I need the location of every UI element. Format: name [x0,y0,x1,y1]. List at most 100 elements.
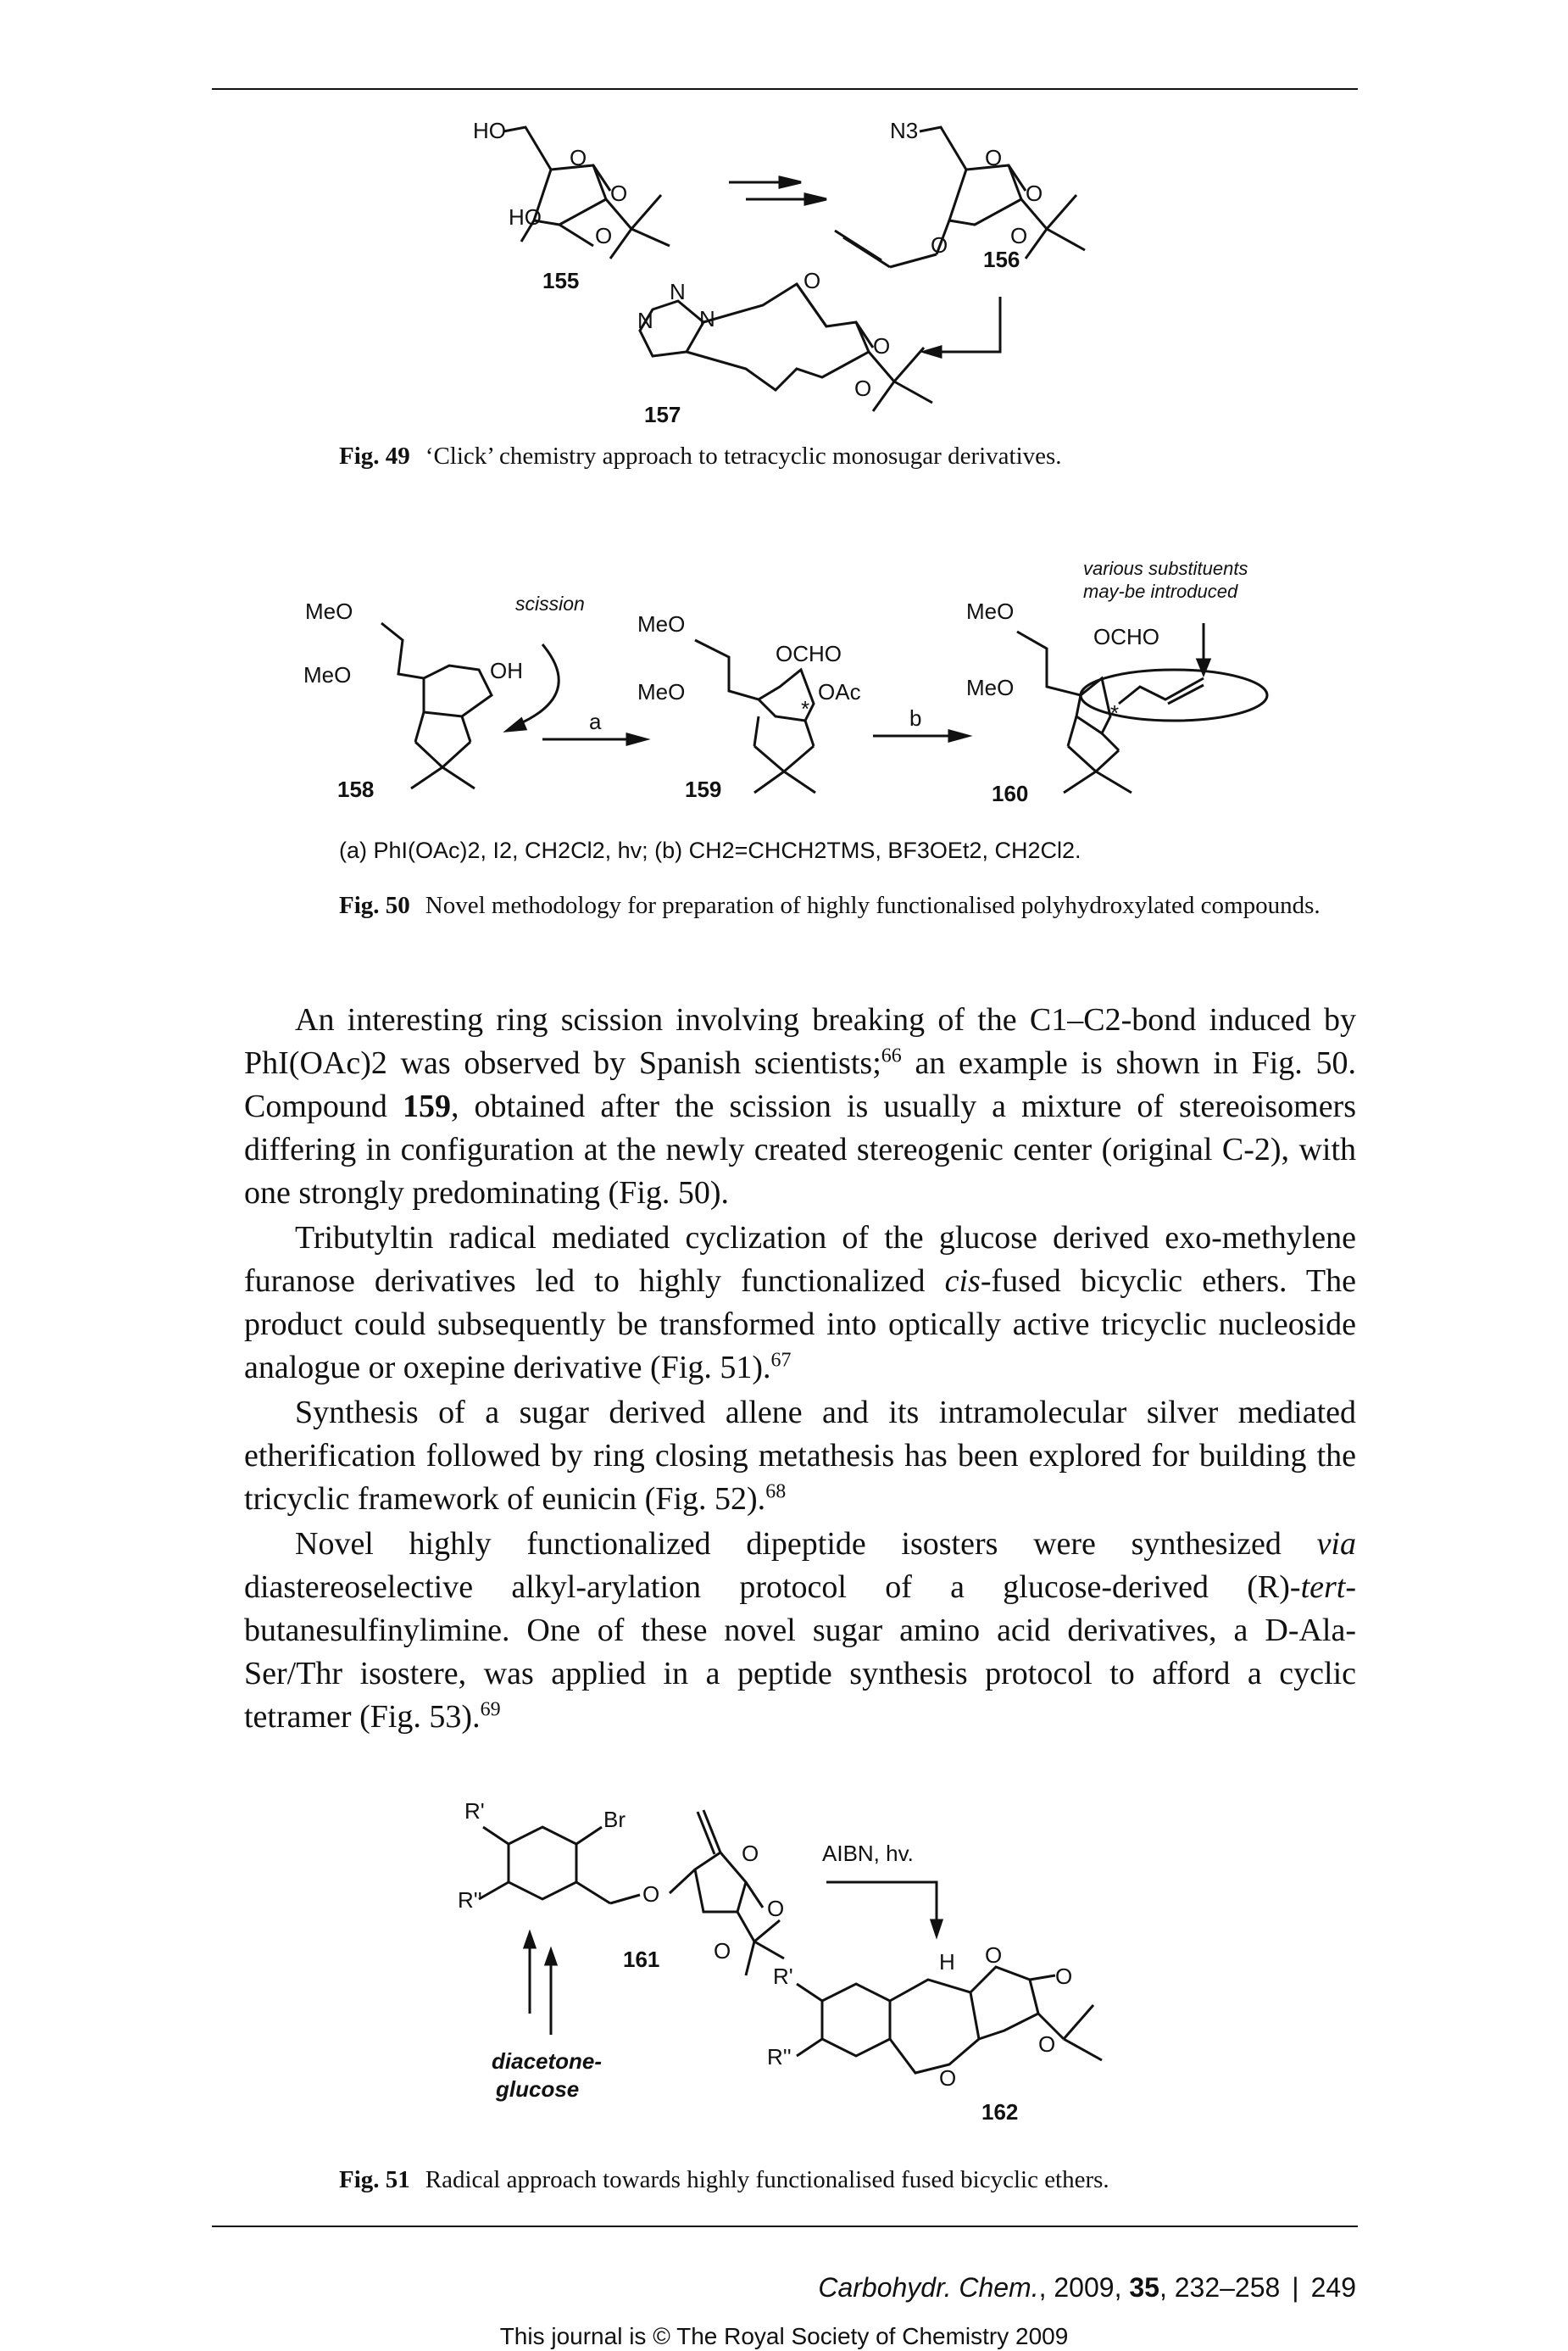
fig50-caption: Fig. 50 Novel methodology for preparation… [339,890,1356,921]
fig51-caption-number: Fig. 51 [339,2166,410,2193]
fig50-caption-text: Novel methodology for preparation of hig… [425,892,1321,919]
p4-italic-tert: tert [1300,1569,1346,1605]
compound-162-label: 162 [981,2099,1018,2125]
fig51-162-rpp: R'' [767,2044,792,2070]
fig50-160-meo-b: MeO [966,675,1014,700]
fig49-156-o-a: O [1026,181,1043,206]
fig49-157-n3: N [699,306,715,331]
fig51-aibn: AIBN, hv. [822,1841,914,1866]
compound-159-structure: MeO MeO OCHO OAc * 159 [637,611,861,802]
fig51-diacetone: diacetone- [492,2048,602,2074]
fig49-157-n2: N [637,308,653,333]
footer-journal: Carbohydr. Chem. [818,2272,1039,2303]
compound-162-structure: R' R'' H O O O O 162 [767,1942,1103,2125]
paragraph-4: Novel highly functionalized dipeptide is… [244,1523,1356,1739]
body-text: An interesting ring scission involving b… [244,999,1356,1741]
fig49-ho-top: HO [473,118,506,143]
fig50-159-star: * [801,696,809,721]
fig50-160-star: * [1110,700,1119,726]
fig51-161-rpp: R'' [458,1887,482,1913]
fig51-162-o-ether: O [939,2065,956,2091]
fig49-scheme: HO HO O O O 155 N3 O O O O 15 [473,118,1086,427]
footer-separator: | [1292,2272,1299,2303]
fig51-161-o-b: O [714,1938,731,1964]
p4-text-c: -butanesulfinylimine. One of these novel… [244,1569,1356,1735]
p2-text-a: Tributyltin radical mediated cyclization… [244,1220,1356,1299]
fig51-scheme: R' R'' Br O O O O 161 diacetone- glucose… [458,1798,1103,2125]
fig49-156-o-b: O [1010,223,1027,248]
p4-text-a: Novel highly functionalized dipeptide is… [295,1526,1317,1562]
fig51-162-rp: R' [773,1964,793,1989]
fig50-arrow-a-label: a [589,709,602,734]
fig49-o-ring: O [570,145,587,170]
compound-159-label: 159 [685,777,721,802]
p2-ref[interactable]: 67 [770,1349,792,1372]
fig49-157-n1: N [670,279,686,304]
fig50-maybe: may-be introduced [1083,581,1238,602]
p1-ref[interactable]: 66 [881,1045,902,1067]
fig49-156-o-ether: O [931,232,948,258]
compound-155-label: 155 [542,268,579,293]
fig50-159-ocho: OCHO [776,641,842,666]
fig51-161-o-ring: O [742,1841,759,1866]
fig50-158-oh: OH [490,658,523,683]
fig50-arrow-b-label: b [909,705,921,731]
fig50-scheme: MeO MeO OH scission 158 a MeO MeO OCHO O… [303,558,1269,806]
paragraph-3: Synthesis of a sugar derived allene and … [244,1391,1356,1521]
fig49-o-a: O [610,181,627,206]
fig50-158-meo-a: MeO [305,599,353,624]
footer-pages: , 232–258 [1159,2272,1281,2303]
compound-161-label: 161 [623,1947,659,1972]
fig50-arrow-a [626,733,651,746]
fig50-159-meo-b: MeO [637,679,685,705]
page-number: 249 [1310,2272,1356,2303]
compound-155-structure: HO HO O O O 155 [473,118,670,293]
fig49-157-o-b: O [854,376,871,401]
fig49-caption-text: ‘Click’ chemistry approach to tetracycli… [425,443,1062,470]
fig50-caption-number: Fig. 50 [339,892,410,919]
fig50-arrow-b [948,729,973,743]
top-rule [212,88,1358,90]
compound-156-label: 156 [983,247,1020,272]
p2-italic: cis [944,1263,981,1299]
compound-158-label: 158 [337,777,374,802]
fig50-various: various substituents [1083,558,1248,579]
fig49-o-b: O [595,223,612,248]
figure-50: MeO MeO OH scission 158 a MeO MeO OCHO O… [0,551,1568,831]
p2-text-b: -fused bicyclic ethers. The product coul… [244,1263,1356,1385]
fig49-156-o-ring: O [985,145,1002,170]
footer-rule-left [212,2226,1358,2227]
p3-text-a: Synthesis of a sugar derived allene and … [244,1395,1356,1517]
fig49-caption: Fig. 49 ‘Click’ chemistry approach to tet… [339,441,1356,471]
fig49-arrow-head-3 [919,344,942,359]
fig51-caption: Fig. 51 Radical approach towards highly f… [339,2164,1356,2195]
fig51-caption-text: Radical approach towards highly function… [425,2166,1109,2193]
fig49-ho-bottom: HO [509,204,542,230]
fig49-arrow-head-2 [803,192,827,206]
paragraph-2: Tributyltin radical mediated cyclization… [244,1217,1356,1390]
p4-ref[interactable]: 69 [480,1698,501,1721]
p1-compound: 159 [402,1089,451,1124]
footer-year: , 2009, [1038,2272,1130,2303]
fig51-162-o-a: O [1055,1964,1072,1989]
footer-volume: 35 [1129,2272,1159,2303]
fig50-158-meo-b: MeO [303,662,351,688]
fig51-162-o-ring: O [985,1942,1002,1968]
fig51-162-o-b: O [1038,2031,1055,2057]
fig51-161-br: Br [603,1807,626,1832]
fig49-arrow-head-1 [778,175,802,189]
compound-158-structure: MeO MeO OH scission 158 [303,593,585,802]
fig50-159-oac: OAc [818,679,861,705]
figure-49: HO HO O O O 155 N3 O O O O 15 [0,97,1568,454]
fig51-glucose: glucose [495,2076,579,2102]
fig50-scission: scission [515,593,585,615]
fig49-n3: N3 [890,118,918,143]
fig49-caption-number: Fig. 49 [339,443,410,470]
p3-ref[interactable]: 68 [765,1480,787,1503]
compound-157-structure: N N N O O O 157 [637,268,933,427]
p1-text-a: An interesting ring scission involving b… [244,1002,1356,1081]
p4-italic-via: via [1316,1526,1356,1562]
fig49-157-o-a: O [873,333,890,359]
compound-157-label: 157 [644,402,681,427]
p4-text-b: diastereoselective alkyl-arylation proto… [244,1569,1301,1605]
